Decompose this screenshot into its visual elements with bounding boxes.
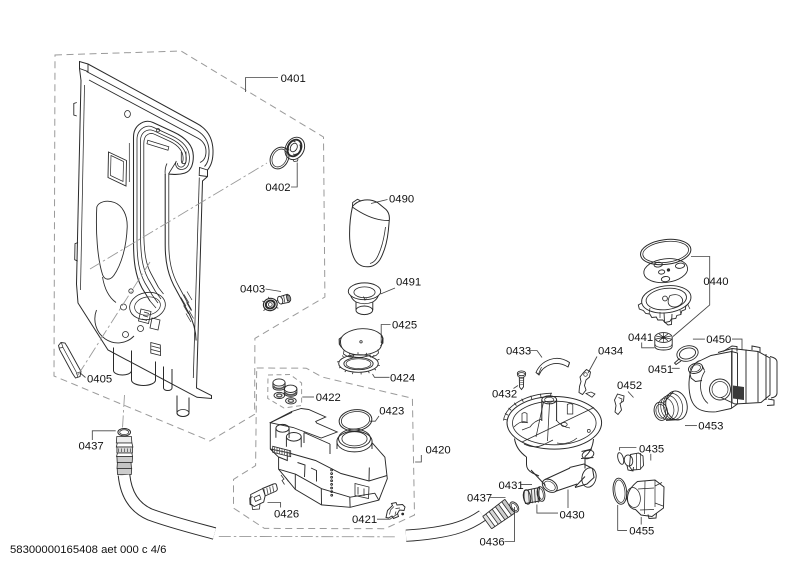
- svg-text:0420: 0420: [426, 444, 451, 456]
- svg-text:0491: 0491: [396, 276, 421, 288]
- svg-text:0450: 0450: [706, 334, 731, 346]
- svg-text:0441: 0441: [628, 332, 653, 344]
- svg-text:0455: 0455: [629, 525, 654, 537]
- svg-text:0432: 0432: [492, 388, 517, 400]
- svg-text:0423: 0423: [379, 405, 404, 417]
- svg-text:0490: 0490: [389, 193, 414, 205]
- svg-text:0403: 0403: [240, 283, 265, 295]
- svg-text:0424: 0424: [390, 372, 415, 384]
- svg-text:0430: 0430: [560, 509, 585, 521]
- svg-text:58300000165408 aet 000 c 4/6: 58300000165408 aet 000 c 4/6: [10, 544, 166, 556]
- svg-text:0437: 0437: [79, 440, 104, 452]
- svg-text:0402: 0402: [265, 182, 290, 194]
- svg-text:0433: 0433: [506, 345, 531, 357]
- svg-text:0452: 0452: [617, 380, 642, 392]
- svg-text:0434: 0434: [598, 345, 623, 357]
- svg-text:0436: 0436: [480, 536, 505, 548]
- svg-text:0405: 0405: [87, 374, 112, 386]
- svg-text:0426: 0426: [274, 508, 299, 520]
- svg-text:0431: 0431: [499, 480, 524, 492]
- svg-text:0421: 0421: [352, 514, 377, 526]
- svg-text:0425: 0425: [392, 319, 417, 331]
- svg-text:0422: 0422: [316, 392, 341, 404]
- svg-text:0453: 0453: [698, 420, 723, 432]
- svg-text:0401: 0401: [281, 73, 306, 85]
- svg-text:0437: 0437: [467, 492, 492, 504]
- svg-text:0435: 0435: [639, 443, 664, 455]
- svg-text:0440: 0440: [703, 276, 728, 288]
- svg-text:0451: 0451: [648, 364, 673, 376]
